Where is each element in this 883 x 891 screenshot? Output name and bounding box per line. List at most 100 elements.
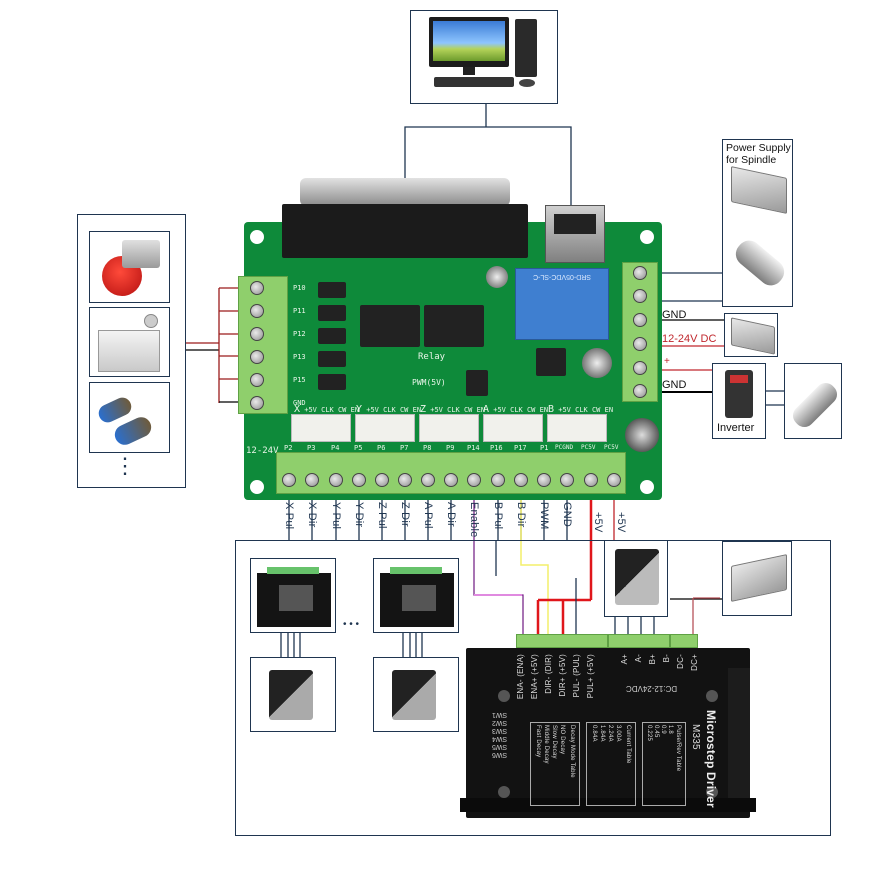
relay-label: Relay: [418, 352, 446, 362]
pin-label: P4: [331, 444, 340, 452]
buffer-ic: [424, 305, 484, 347]
output-screw[interactable]: [491, 473, 505, 487]
desktop-computer-icon: [429, 17, 539, 97]
output-screw[interactable]: [514, 473, 528, 487]
table-title: Current Table: [625, 725, 631, 764]
input-screw-p11[interactable]: [250, 304, 264, 318]
pwm-screw[interactable]: [633, 384, 647, 398]
output-screw[interactable]: [537, 473, 551, 487]
pulse-rev-table: Pulse/Rev Table 1.8 0.9 0.45 0.225: [642, 722, 686, 806]
driver-power-supply-box: [722, 541, 792, 616]
computer-box: [410, 10, 558, 104]
input-screw-gnd[interactable]: [250, 396, 264, 410]
inverter-label: Inverter: [717, 422, 755, 434]
relay-screw[interactable]: [633, 266, 647, 280]
dc-voltage-label: 12-24V DC: [662, 333, 717, 345]
axis-connector-a[interactable]: [483, 414, 543, 442]
output-screw[interactable]: [444, 473, 458, 487]
spindle-motor-box: [784, 363, 842, 439]
sw-label: SW3: [492, 727, 508, 734]
microstep-driver: ENA- (ENA) ENA+ (+5V) DIR- (DIR) DIR+ (+…: [460, 648, 756, 818]
output-screw[interactable]: [375, 473, 389, 487]
gnd-label-2: GND: [662, 379, 687, 391]
output-label-z-pul: Z Pul: [376, 502, 388, 529]
pin-label: P9: [446, 444, 455, 452]
output-screw[interactable]: [329, 473, 343, 487]
pin-label: P8: [423, 444, 432, 452]
input-screw-p10[interactable]: [250, 281, 264, 295]
pin-label: P17: [514, 444, 527, 452]
axis-connector-y[interactable]: [355, 414, 415, 442]
input-pin-label: P10: [293, 284, 306, 292]
gnd-label: GND: [662, 309, 687, 321]
axis-header-label-b: B +5V CLK CW EN: [548, 404, 614, 415]
regulator-ic: [466, 370, 488, 396]
power-supply-icon: [731, 317, 775, 355]
axis-header-label-a: A +5V CLK CW EN: [483, 404, 549, 415]
table-cell: Slow Decay: [551, 725, 557, 759]
proximity-sensor-item: [89, 382, 170, 453]
output-label-5v: +5V: [592, 512, 604, 533]
power-supply-icon: [731, 554, 787, 602]
pin-label: P2: [284, 444, 293, 452]
axis-connector-x[interactable]: [291, 414, 351, 442]
input-pin-label: GND: [293, 399, 306, 407]
table-cell: 0.9: [660, 725, 666, 734]
output-screw[interactable]: [352, 473, 366, 487]
output-label-y-pul: Y Pul: [330, 502, 342, 530]
more-drivers-ellipsis: • • •: [343, 619, 360, 630]
input-screw-p13[interactable]: [250, 350, 264, 364]
terminal-label: A+: [620, 654, 629, 665]
sw-label: SW4: [492, 735, 508, 742]
axis-connector-b[interactable]: [547, 414, 607, 442]
capacitor: [486, 266, 508, 288]
output-screw[interactable]: [421, 473, 435, 487]
axis-connector-z[interactable]: [419, 414, 479, 442]
terminal-label: ENA- (ENA): [516, 654, 525, 700]
stepper-motor-icon: [392, 670, 436, 720]
power-screw[interactable]: [633, 337, 647, 351]
output-screw[interactable]: [305, 473, 319, 487]
terminal-label: A-: [634, 654, 643, 663]
capacitor: [582, 348, 612, 378]
power-input-label: 12-24V: [246, 446, 279, 456]
sw-label: SW5: [492, 743, 508, 750]
driver-signal-terminal: [516, 634, 608, 648]
pin-label: P1: [540, 444, 549, 452]
sw-label: SW6: [492, 751, 508, 758]
plus-label: +: [664, 356, 670, 367]
limit-switch-item: [89, 307, 170, 377]
output-screw[interactable]: [398, 473, 412, 487]
stepper-motor-icon: [615, 549, 659, 605]
sw-labels: SW1 SW2 SW3 SW4 SW5 SW6: [492, 710, 507, 758]
stepper-motor-box: [604, 540, 668, 617]
spindle-psu-title: Power Supply for Spindle: [726, 142, 791, 166]
spindle-motor-icon: [730, 235, 790, 291]
screw-icon: [706, 786, 718, 798]
output-screw[interactable]: [584, 473, 598, 487]
relay-screw[interactable]: [633, 289, 647, 303]
power-screw[interactable]: [633, 313, 647, 327]
output-screw[interactable]: [560, 473, 574, 487]
inverter-icon: [725, 370, 753, 418]
pwm-screw[interactable]: [633, 361, 647, 375]
optocoupler: [318, 351, 346, 367]
stepper-driver-thumbnail: [250, 558, 336, 633]
input-screw-p12[interactable]: [250, 327, 264, 341]
screw-icon: [498, 690, 510, 702]
spindle-motor-icon: [788, 378, 842, 432]
output-screw[interactable]: [607, 473, 621, 487]
output-screw[interactable]: [467, 473, 481, 487]
output-label-x-dir: X Dir: [306, 502, 318, 528]
output-label-gnd: GND: [561, 502, 573, 528]
pin-label: PC5V: [604, 444, 619, 451]
output-label-b-pul: B Pul: [492, 502, 504, 530]
driver-model: M335: [690, 724, 701, 750]
stepper-motor-icon: [269, 670, 313, 720]
db25-parallel-port: [282, 178, 528, 258]
input-screw-p15[interactable]: [250, 373, 264, 387]
output-screw[interactable]: [282, 473, 296, 487]
output-label-a-dir: A Dir: [445, 502, 457, 527]
input-devices-box: ⋮: [77, 214, 186, 488]
driver-power-terminal: [670, 634, 698, 648]
